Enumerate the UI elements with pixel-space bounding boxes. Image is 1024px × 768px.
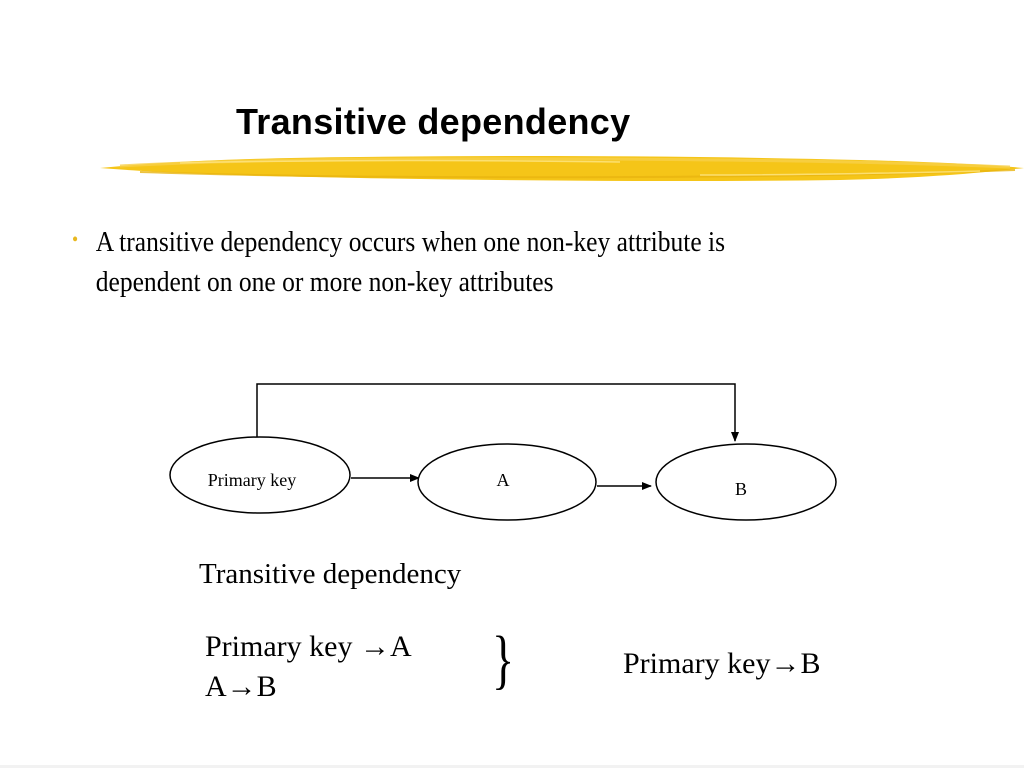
slide-title: Transitive dependency xyxy=(236,101,631,142)
bullet-line-2: dependent on one or more non-key attribu… xyxy=(95,266,554,298)
footer-divider xyxy=(0,765,1024,768)
bullet-item: • A transitive dependency occurs when on… xyxy=(72,222,976,302)
primary-key-node xyxy=(169,436,351,514)
bullet-list: • A transitive dependency occurs when on… xyxy=(72,222,972,302)
a-node-label: A xyxy=(497,470,510,490)
primary-key-node-label: Primary key xyxy=(208,470,296,490)
primary-key-to-b-arrow xyxy=(256,383,739,442)
b-node xyxy=(655,443,837,521)
bullet-line-1: A transitive dependency occurs when one … xyxy=(95,226,726,258)
right-brace: } xyxy=(492,623,515,696)
bullet-dot-icon: • xyxy=(72,229,79,251)
b-node-label: B xyxy=(735,479,747,499)
rule-a-to-b: A→B xyxy=(205,670,277,703)
title-underline-brush xyxy=(100,156,1024,182)
a-node xyxy=(417,443,597,521)
diagram-caption: Transitive dependency xyxy=(199,558,462,590)
rule-result-primary-key-to-b: Primary key→B xyxy=(623,647,821,680)
rule-primary-key-to-a: Primary key →A xyxy=(205,630,412,663)
